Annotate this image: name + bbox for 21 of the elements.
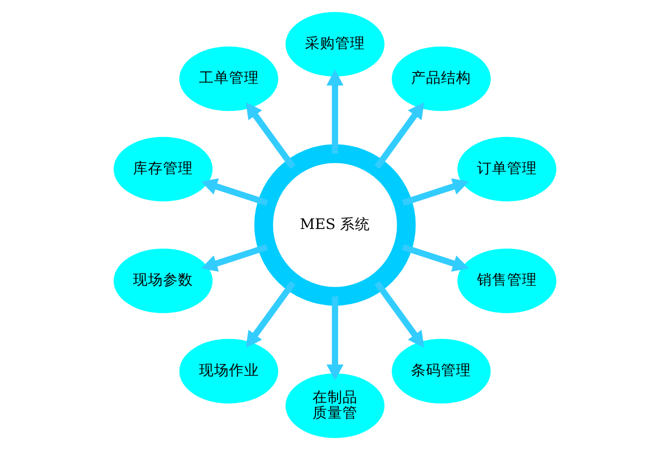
node-ellipse: 销售管理 <box>457 248 556 314</box>
arrow <box>200 178 268 206</box>
arrow <box>374 102 424 170</box>
node-ellipse: 库存管理 <box>114 136 213 202</box>
node-ellipse: 现场参数 <box>114 248 213 314</box>
arrow <box>374 280 424 348</box>
arrow <box>246 102 296 170</box>
node-ellipse: 产品结构 <box>392 46 491 112</box>
arrow <box>402 244 470 272</box>
node-ellipse: 采购管理 <box>286 12 384 77</box>
node-ellipse: 订单管理 <box>457 136 556 202</box>
arrow <box>200 244 268 272</box>
arrow <box>246 280 296 348</box>
node-ellipse: 条码管理 <box>392 338 491 404</box>
node-ellipse: 在制品质量管 <box>286 373 384 438</box>
arrow <box>326 296 344 381</box>
node-ellipse: 现场作业 <box>179 338 278 404</box>
arrow <box>402 178 470 206</box>
arrow <box>326 69 344 154</box>
node-circle: MES 系统 <box>254 144 416 306</box>
node-ellipse: 工单管理 <box>179 46 278 112</box>
